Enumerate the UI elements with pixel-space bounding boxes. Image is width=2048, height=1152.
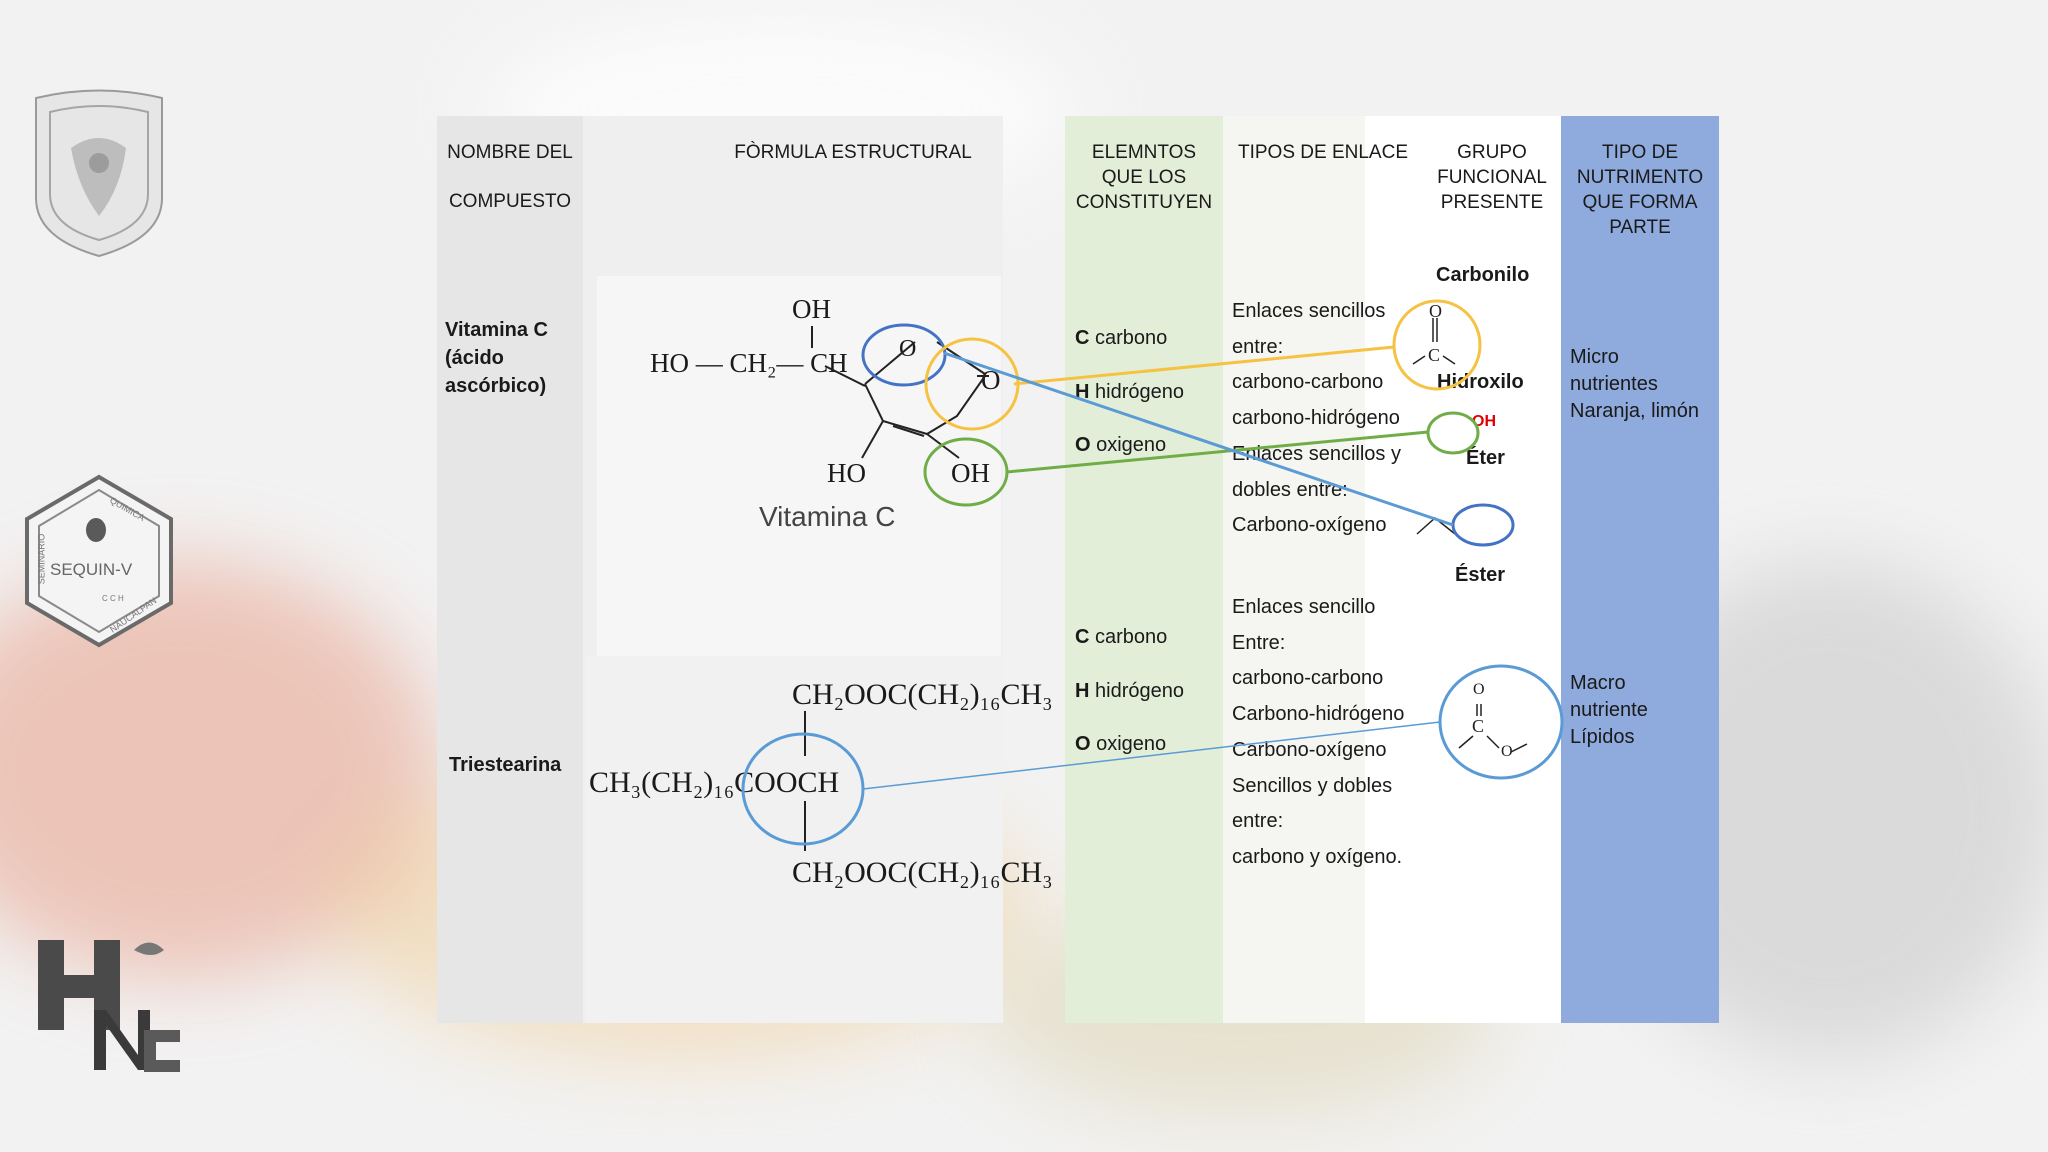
- sequin-logo: SEQUIN-V QUIMICA SEMINARIO C C H NAUCALP…: [24, 474, 174, 648]
- ester-icon: [1458, 704, 1528, 753]
- vitc-ring-left: [864, 341, 916, 385]
- ester-c-label: C: [1472, 716, 1484, 736]
- carbonilo-group-circle: [1392, 299, 1482, 391]
- group-ester: Éster: [1455, 564, 1506, 586]
- carbonyl-o-label: O: [1429, 301, 1442, 321]
- column-group-bg: [1365, 116, 1499, 1023]
- ring-oxygen-circle: [861, 323, 947, 387]
- vitc-oh-bottom: OH: [951, 458, 990, 488]
- vitc-keto-o: O: [981, 365, 1001, 395]
- elements-vitamin-c: C carbono H hidrógeno O oxigeno: [1075, 327, 1184, 456]
- group-hidroxilo: Hidroxilo: [1437, 371, 1524, 393]
- header-name-line1: NOMBRE DEL: [447, 142, 573, 163]
- ester-group-circle: [1438, 664, 1564, 780]
- hydroxyl-connector: [1006, 430, 1429, 474]
- column-elements-bg: [1065, 116, 1223, 1023]
- header-bonds: TIPOS DE ENLACE: [1238, 142, 1408, 163]
- hnc-logo-icon: [38, 940, 180, 1072]
- ether-connector: [943, 351, 1454, 527]
- formula-image-area-2: [585, 656, 1003, 1023]
- elements-triestearina: C carbono H hidrógeno O oxigeno: [1075, 626, 1184, 755]
- header-formula: FÒRMULA ESTRUCTURAL: [734, 142, 972, 163]
- ester-o1-label: O: [1473, 681, 1485, 698]
- column-gap-bg: [1499, 116, 1561, 1023]
- vitc-double-bond: [892, 425, 925, 437]
- vitc-chain: HO — CH₂— CH: [650, 348, 848, 378]
- group-carbonilo: Carbonilo: [1436, 264, 1530, 286]
- tri-top: CH₂OOC(CH₂)₁₆CH₃: [792, 678, 1053, 711]
- carbonyl-connector: [1013, 345, 1395, 386]
- column-name-bg: [437, 116, 583, 1023]
- tri-middle: CH₃(CH₂)₁₆COOCH: [589, 766, 840, 799]
- column-nutrient-bg: [1561, 116, 1719, 1023]
- unam-seal-icon: [35, 89, 163, 258]
- ester-circle: [741, 732, 865, 846]
- tri-bottom: CH₂OOC(CH₂)₁₆CH₃: [792, 856, 1053, 889]
- ester-o2-label: O: [1501, 743, 1513, 760]
- annotation-overlay: O C O C O: [741, 299, 1564, 851]
- seminario-label: SEMINARIO: [36, 533, 47, 585]
- vitc-ho-bond: [861, 420, 884, 459]
- carbonyl-icon: [1412, 318, 1456, 365]
- eter-group-circle: [1451, 503, 1515, 547]
- compound-name-triestearina: Triestearina: [449, 754, 562, 776]
- header-name-line2: COMPUESTO: [448, 191, 572, 212]
- carbonyl-circle: [924, 337, 1020, 431]
- ccm-label: C C H: [102, 594, 124, 603]
- hydroxyl-circle: [923, 437, 1009, 507]
- carbonyl-c-label: C: [1428, 345, 1440, 365]
- vitc-caption: Vitamina C: [759, 501, 896, 532]
- comparison-table: NOMBRE DEL COMPUESTO FÒRMULA ESTRUCTURAL…: [437, 116, 1719, 1023]
- vitc-ho-bottom: HO: [827, 458, 866, 488]
- column-bonds-bg: [1223, 116, 1365, 1023]
- vitc-oh-top: OH: [792, 294, 831, 324]
- vitc-bond-ring: [824, 365, 866, 387]
- group-eter: Éter: [1466, 447, 1505, 469]
- hidroxilo-group-circle: [1426, 411, 1480, 455]
- formula-image-area: [597, 276, 1001, 656]
- sequin-label: SEQUIN-V: [50, 560, 133, 579]
- ester-connector: [862, 721, 1441, 790]
